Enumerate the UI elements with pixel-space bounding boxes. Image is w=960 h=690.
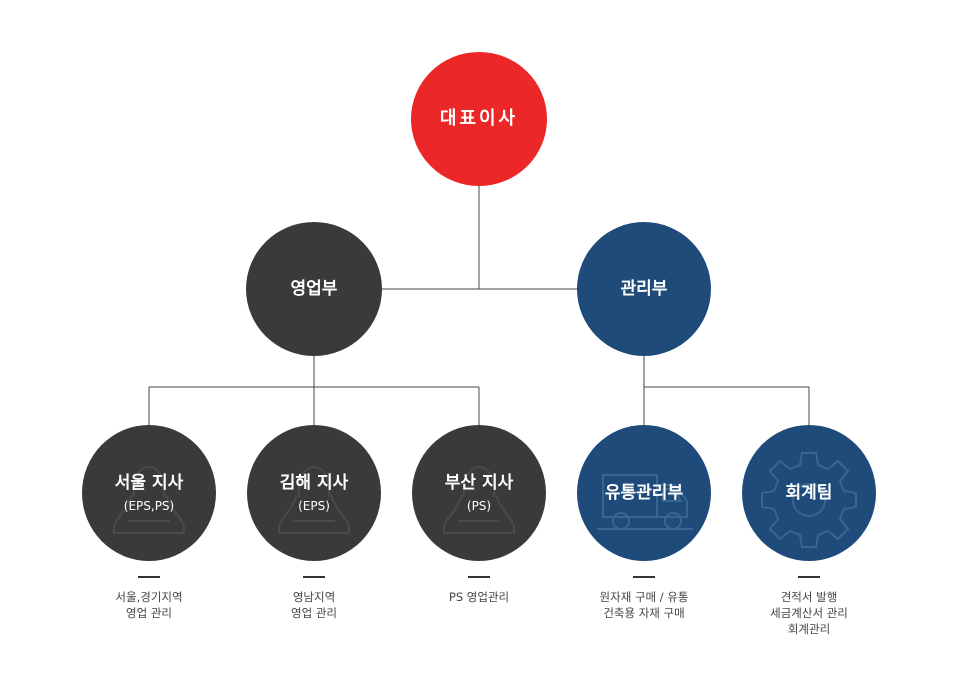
branch-busan-node: 부산 지사 (PS) [412,425,546,561]
description-line: 원자재 구매 / 유통 [599,590,689,604]
description-line: 세금계산서 관리 [770,606,848,620]
divider [798,576,820,578]
distribution-dept-description: 원자재 구매 / 유통 건축용 자재 구매 [564,589,724,621]
accounting-team-node: 회계팀 [742,425,876,561]
branch-gimhae-description: 영남지역 영업 관리 [234,589,394,621]
branch-title: 유통관리부 [604,483,684,503]
description-line: 건축용 자재 구매 [603,606,685,620]
sales-dept-node: 영업부 [246,222,382,356]
branch-busan-description: PS 영업관리 [399,589,559,605]
truck-icon [597,474,693,530]
sales-dept-label: 영업부 [290,279,338,299]
branch-subtitle: (EPS,PS) [123,499,175,513]
distribution-dept-node: 유통관리부 [577,425,711,561]
branch-title: 부산 지사 [444,473,514,493]
person-icon [443,466,515,534]
description-line: 영업 관리 [126,606,172,620]
branch-title: 회계팀 [785,483,833,503]
divider [633,576,655,578]
branch-title: 김해 지사 [279,473,349,493]
ceo-label: 대표이사 [439,108,519,129]
description-line: 영남지역 [292,590,336,604]
admin-dept-label: 관리부 [620,279,668,299]
person-icon [278,466,350,534]
branch-seoul-node: 서울 지사 (EPS,PS) [82,425,216,561]
gear-icon [761,452,857,548]
admin-dept-node: 관리부 [577,222,711,356]
branch-seoul-description: 서울,경기지역 영업 관리 [69,589,229,621]
branch-subtitle: (EPS) [298,499,330,513]
description-line: PS 영업관리 [448,590,510,604]
branch-gimhae-node: 김해 지사 (EPS) [247,425,381,561]
branch-title: 서울 지사 [114,473,184,493]
description-line: 서울,경기지역 [115,590,183,604]
ceo-node: 대표이사 [411,52,547,186]
person-icon [113,466,185,534]
divider [468,576,490,578]
branch-subtitle: (PS) [466,499,492,513]
divider [303,576,325,578]
description-line: 회계관리 [787,622,831,636]
accounting-team-description: 견적서 발행 세금계산서 관리 회계관리 [729,589,889,637]
divider [138,576,160,578]
description-line: 영업 관리 [291,606,337,620]
description-line: 견적서 발행 [780,590,838,604]
